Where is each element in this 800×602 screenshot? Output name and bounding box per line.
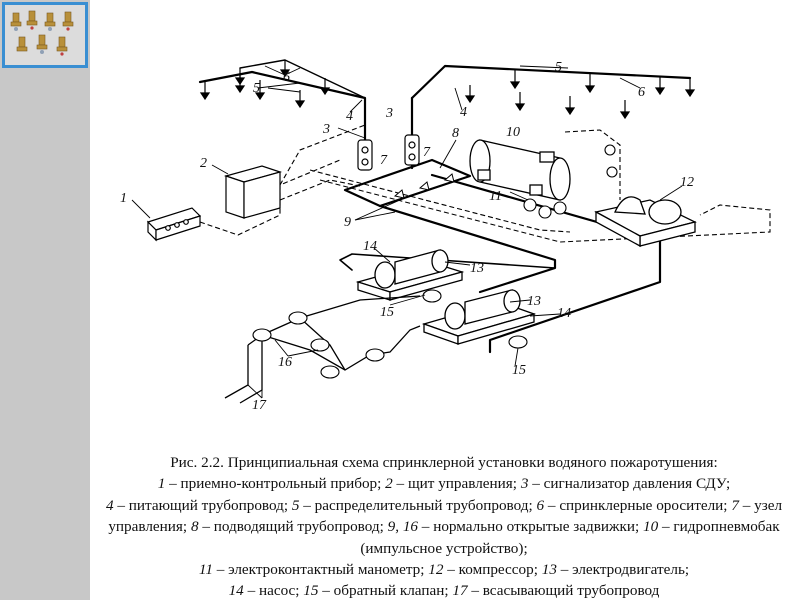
sidebar bbox=[0, 0, 90, 600]
distribution-pipe-left bbox=[198, 70, 367, 170]
label-6b: 6 bbox=[638, 85, 645, 100]
supply-pipe-main bbox=[378, 204, 557, 294]
supply-pipe-8 bbox=[343, 158, 472, 208]
label-4a: 4 bbox=[346, 109, 353, 124]
caption-num-11: 11 bbox=[198, 561, 213, 579]
label-1: 1 bbox=[120, 191, 127, 206]
caption-num-4: 4 bbox=[105, 496, 114, 514]
pump-set-lower bbox=[421, 289, 537, 345]
caption-num-9: 9 bbox=[387, 518, 396, 536]
caption-num-5: 5 bbox=[291, 496, 300, 514]
caption-num-17: 17 bbox=[452, 582, 468, 600]
caption-text-9: , bbox=[395, 518, 403, 536]
control-panel-2 bbox=[223, 165, 283, 219]
caption-text-6: – спринклерные оросители; bbox=[544, 496, 732, 514]
compressor-12 bbox=[594, 196, 697, 248]
caption-num-15: 15 bbox=[303, 582, 319, 600]
label-15b: 15 bbox=[512, 363, 526, 378]
label-17: 17 bbox=[252, 398, 267, 413]
label-3a: 3 bbox=[322, 122, 330, 137]
label-14a: 14 bbox=[363, 239, 377, 254]
label-7a: 7 bbox=[380, 153, 388, 168]
caption-num-16: 16 bbox=[402, 518, 418, 536]
label-7b: 7 bbox=[423, 145, 431, 160]
label-16: 16 bbox=[278, 355, 292, 370]
caption-text-16: – нормально открытые задвижки; bbox=[418, 518, 644, 536]
gate-valves-16 bbox=[252, 311, 385, 379]
caption-title: Рис. 2.2. Принципиальная схема спринклер… bbox=[170, 454, 718, 471]
label-13a: 13 bbox=[470, 261, 484, 276]
gauge-11 bbox=[523, 144, 618, 219]
label-2: 2 bbox=[200, 156, 207, 171]
label-15a: 15 bbox=[380, 305, 394, 320]
label-14b: 14 bbox=[557, 306, 571, 321]
check-valve-15 bbox=[422, 289, 528, 349]
caption-text-8: – подводящий трубопровод; bbox=[198, 518, 388, 536]
caption-num-10: 10 bbox=[643, 518, 659, 536]
label-9: 9 bbox=[344, 215, 351, 230]
label-3b: 3 bbox=[385, 106, 393, 121]
caption-num-7: 7 bbox=[731, 496, 739, 514]
caption-text-5: – распределительный трубопровод; bbox=[299, 496, 537, 514]
figure-caption: Рис. 2.2. Принципиальная схема спринклер… bbox=[98, 452, 790, 602]
caption-text-4: – питающий трубопровод; bbox=[113, 496, 292, 514]
gate-valves-9 bbox=[393, 173, 455, 199]
caption-text-7: – узел управления; bbox=[108, 496, 783, 536]
pump-set-upper bbox=[355, 249, 465, 301]
caption-num-8: 8 bbox=[190, 518, 199, 536]
label-11: 11 bbox=[489, 189, 502, 204]
hydropneumatic-tank-10 bbox=[469, 139, 571, 201]
caption-num-14: 14 bbox=[228, 582, 244, 600]
label-6a: 6 bbox=[283, 70, 290, 85]
label-10: 10 bbox=[506, 125, 520, 140]
caption-num-6: 6 bbox=[536, 496, 545, 514]
sprinkler-thumbnail-image[interactable] bbox=[2, 2, 88, 68]
label-4b: 4 bbox=[460, 105, 467, 120]
distribution-pipe-right bbox=[410, 64, 692, 100]
caption-text-13: – электродвигатель; bbox=[556, 561, 690, 579]
caption-text-1: – приемно-контрольный прибор; bbox=[165, 475, 386, 493]
pump-link bbox=[339, 253, 556, 271]
caption-num-2: 2 bbox=[385, 475, 393, 493]
label-13b: 13 bbox=[527, 294, 541, 309]
caption-text-15: – обратный клапан; bbox=[318, 582, 453, 600]
label-12: 12 bbox=[680, 175, 694, 190]
caption-num-3: 3 bbox=[520, 475, 529, 493]
label-5a: 5 bbox=[253, 81, 260, 96]
control-unit-7 bbox=[357, 134, 420, 171]
caption-num-13: 13 bbox=[541, 561, 557, 579]
caption-text-12: – компрессор; bbox=[443, 561, 542, 579]
caption-text-14: – насос; bbox=[243, 582, 304, 600]
caption-text-17: – всасывающий трубопровод bbox=[467, 582, 660, 600]
sprinkler-system-diagram: 1 2 3 3 4 4 5 5 6 6 7 7 8 9 10 11 12 13 … bbox=[120, 59, 771, 413]
caption-text-10: – гидропневмобак (импульсное устройство)… bbox=[360, 518, 780, 557]
sprinkler-heads-photo-icon bbox=[5, 5, 85, 65]
caption-text-11: – электроконтактный манометр; bbox=[212, 561, 429, 579]
caption-num-12: 12 bbox=[428, 561, 444, 579]
supply-pipe-outer bbox=[430, 173, 662, 354]
control-device-1 bbox=[146, 207, 202, 242]
caption-text-2: – щит управления; bbox=[392, 475, 521, 493]
caption-text-3: – сигнализатор давления СДУ; bbox=[528, 475, 731, 493]
caption-num-1: 1 bbox=[157, 475, 166, 493]
label-8: 8 bbox=[452, 126, 459, 141]
label-5b: 5 bbox=[555, 60, 562, 75]
